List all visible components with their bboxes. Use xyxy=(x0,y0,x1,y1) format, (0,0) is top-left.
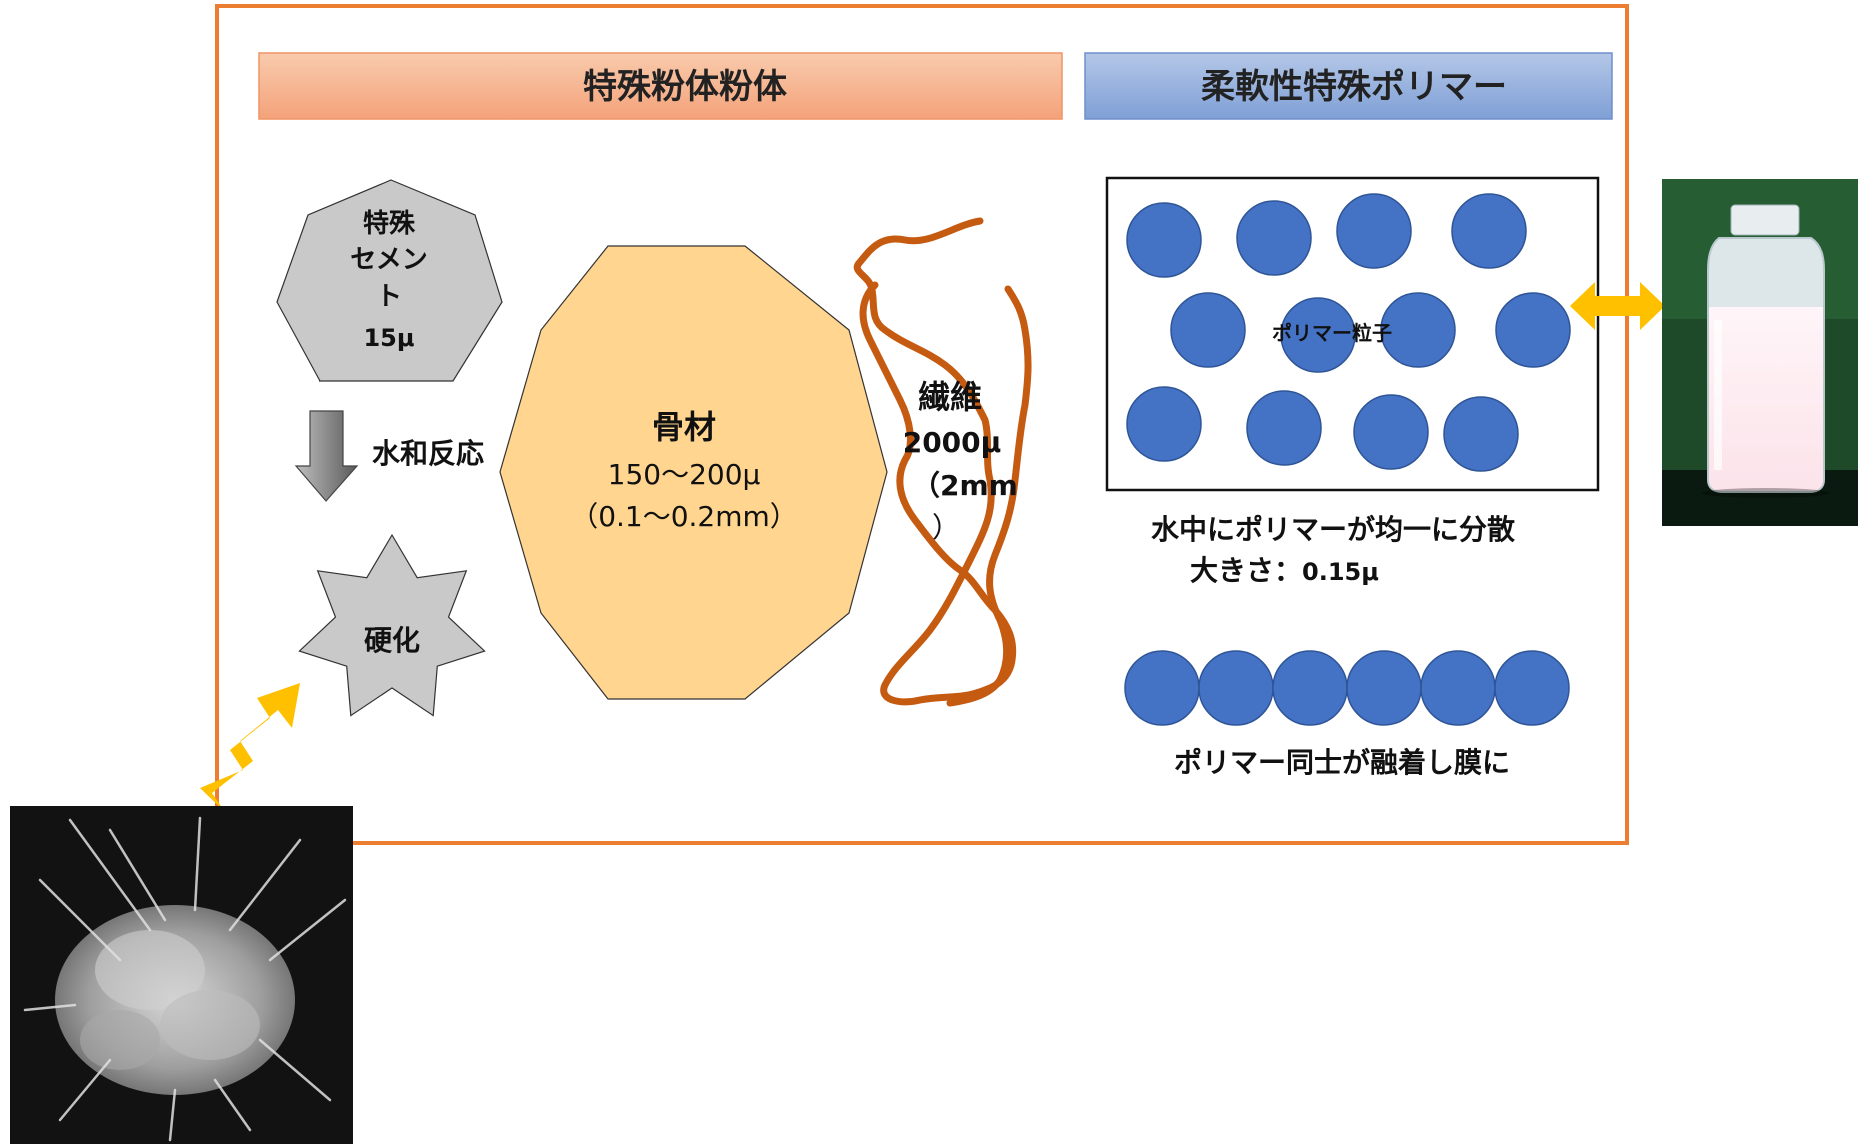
fused-polymer-particle xyxy=(1124,650,1200,726)
polymer-particle xyxy=(1380,292,1456,368)
polymer-film xyxy=(1124,650,1570,726)
header-left-label: 特殊粉体粉体 xyxy=(583,67,787,107)
polymer-particle xyxy=(1451,193,1527,269)
polymer-particles xyxy=(1126,193,1571,472)
polymer-particle xyxy=(1246,390,1322,466)
fiber-size-mm-close: ） xyxy=(932,511,960,544)
polymer-particle xyxy=(1236,200,1312,276)
emulsion-bottle-photo xyxy=(1662,179,1858,526)
sem-micrograph-photo xyxy=(10,806,353,1144)
header-right: 柔軟性特殊ポリマー xyxy=(1084,52,1613,120)
hardening-label: 硬化 xyxy=(364,624,420,657)
polymer-particle-label: ポリマー粒子 xyxy=(1272,321,1392,345)
dispersion-text: 水中にポリマーが均一に分散 xyxy=(1151,513,1515,546)
film-text: ポリマー同士が融着し膜に xyxy=(1174,746,1510,779)
size-label: 大きさ：0.15μ xyxy=(1190,554,1379,587)
header-left: 特殊粉体粉体 xyxy=(258,52,1063,120)
polymer-particle xyxy=(1170,292,1246,368)
hydration-label: 水和反応 xyxy=(372,437,484,470)
size-label-prefix: 大きさ： xyxy=(1190,554,1302,587)
fiber-strands xyxy=(853,217,1032,707)
polymer-particle xyxy=(1126,202,1202,278)
polymer-particle xyxy=(1495,292,1571,368)
aggregate-title: 骨材 xyxy=(652,408,716,446)
polymer-particle xyxy=(1443,396,1519,472)
double-arrow-left xyxy=(200,683,300,812)
fiber-size-mm: （2mm xyxy=(912,469,1018,502)
polymer-particle xyxy=(1280,297,1356,373)
aggregate-particle: 骨材 150～200μ （0.1～0.2mm） xyxy=(499,245,888,700)
fiber-size: 2000μ xyxy=(903,426,1002,459)
fused-polymer-particle xyxy=(1272,650,1348,726)
aggregate-size-mm: （0.1～0.2mm） xyxy=(570,500,798,533)
hardening-star: 硬化 xyxy=(298,533,486,717)
fused-polymer-particle xyxy=(1198,650,1274,726)
cement-size: 15μ xyxy=(363,324,414,352)
fused-polymer-particle xyxy=(1420,650,1496,726)
polymer-particle xyxy=(1353,394,1429,470)
fiber-title: 繊維 xyxy=(918,378,982,416)
fused-polymer-particle xyxy=(1346,650,1422,726)
size-label-value: 0.15μ xyxy=(1302,558,1379,586)
polymer-particle xyxy=(1126,386,1202,462)
cement-particle: 特殊 セメン ト 15μ xyxy=(276,179,503,382)
cement-label-1: 特殊 xyxy=(363,208,416,239)
aggregate-size: 150～200μ xyxy=(608,458,761,491)
double-arrow-right xyxy=(1570,282,1665,330)
hydration-arrow xyxy=(294,410,359,502)
header-right-label: 柔軟性特殊ポリマー xyxy=(1201,67,1507,107)
fused-polymer-particle xyxy=(1494,650,1570,726)
polymer-particle xyxy=(1336,193,1412,269)
cement-label-3: ト xyxy=(376,282,402,312)
cement-label-2: セメン xyxy=(350,245,427,275)
